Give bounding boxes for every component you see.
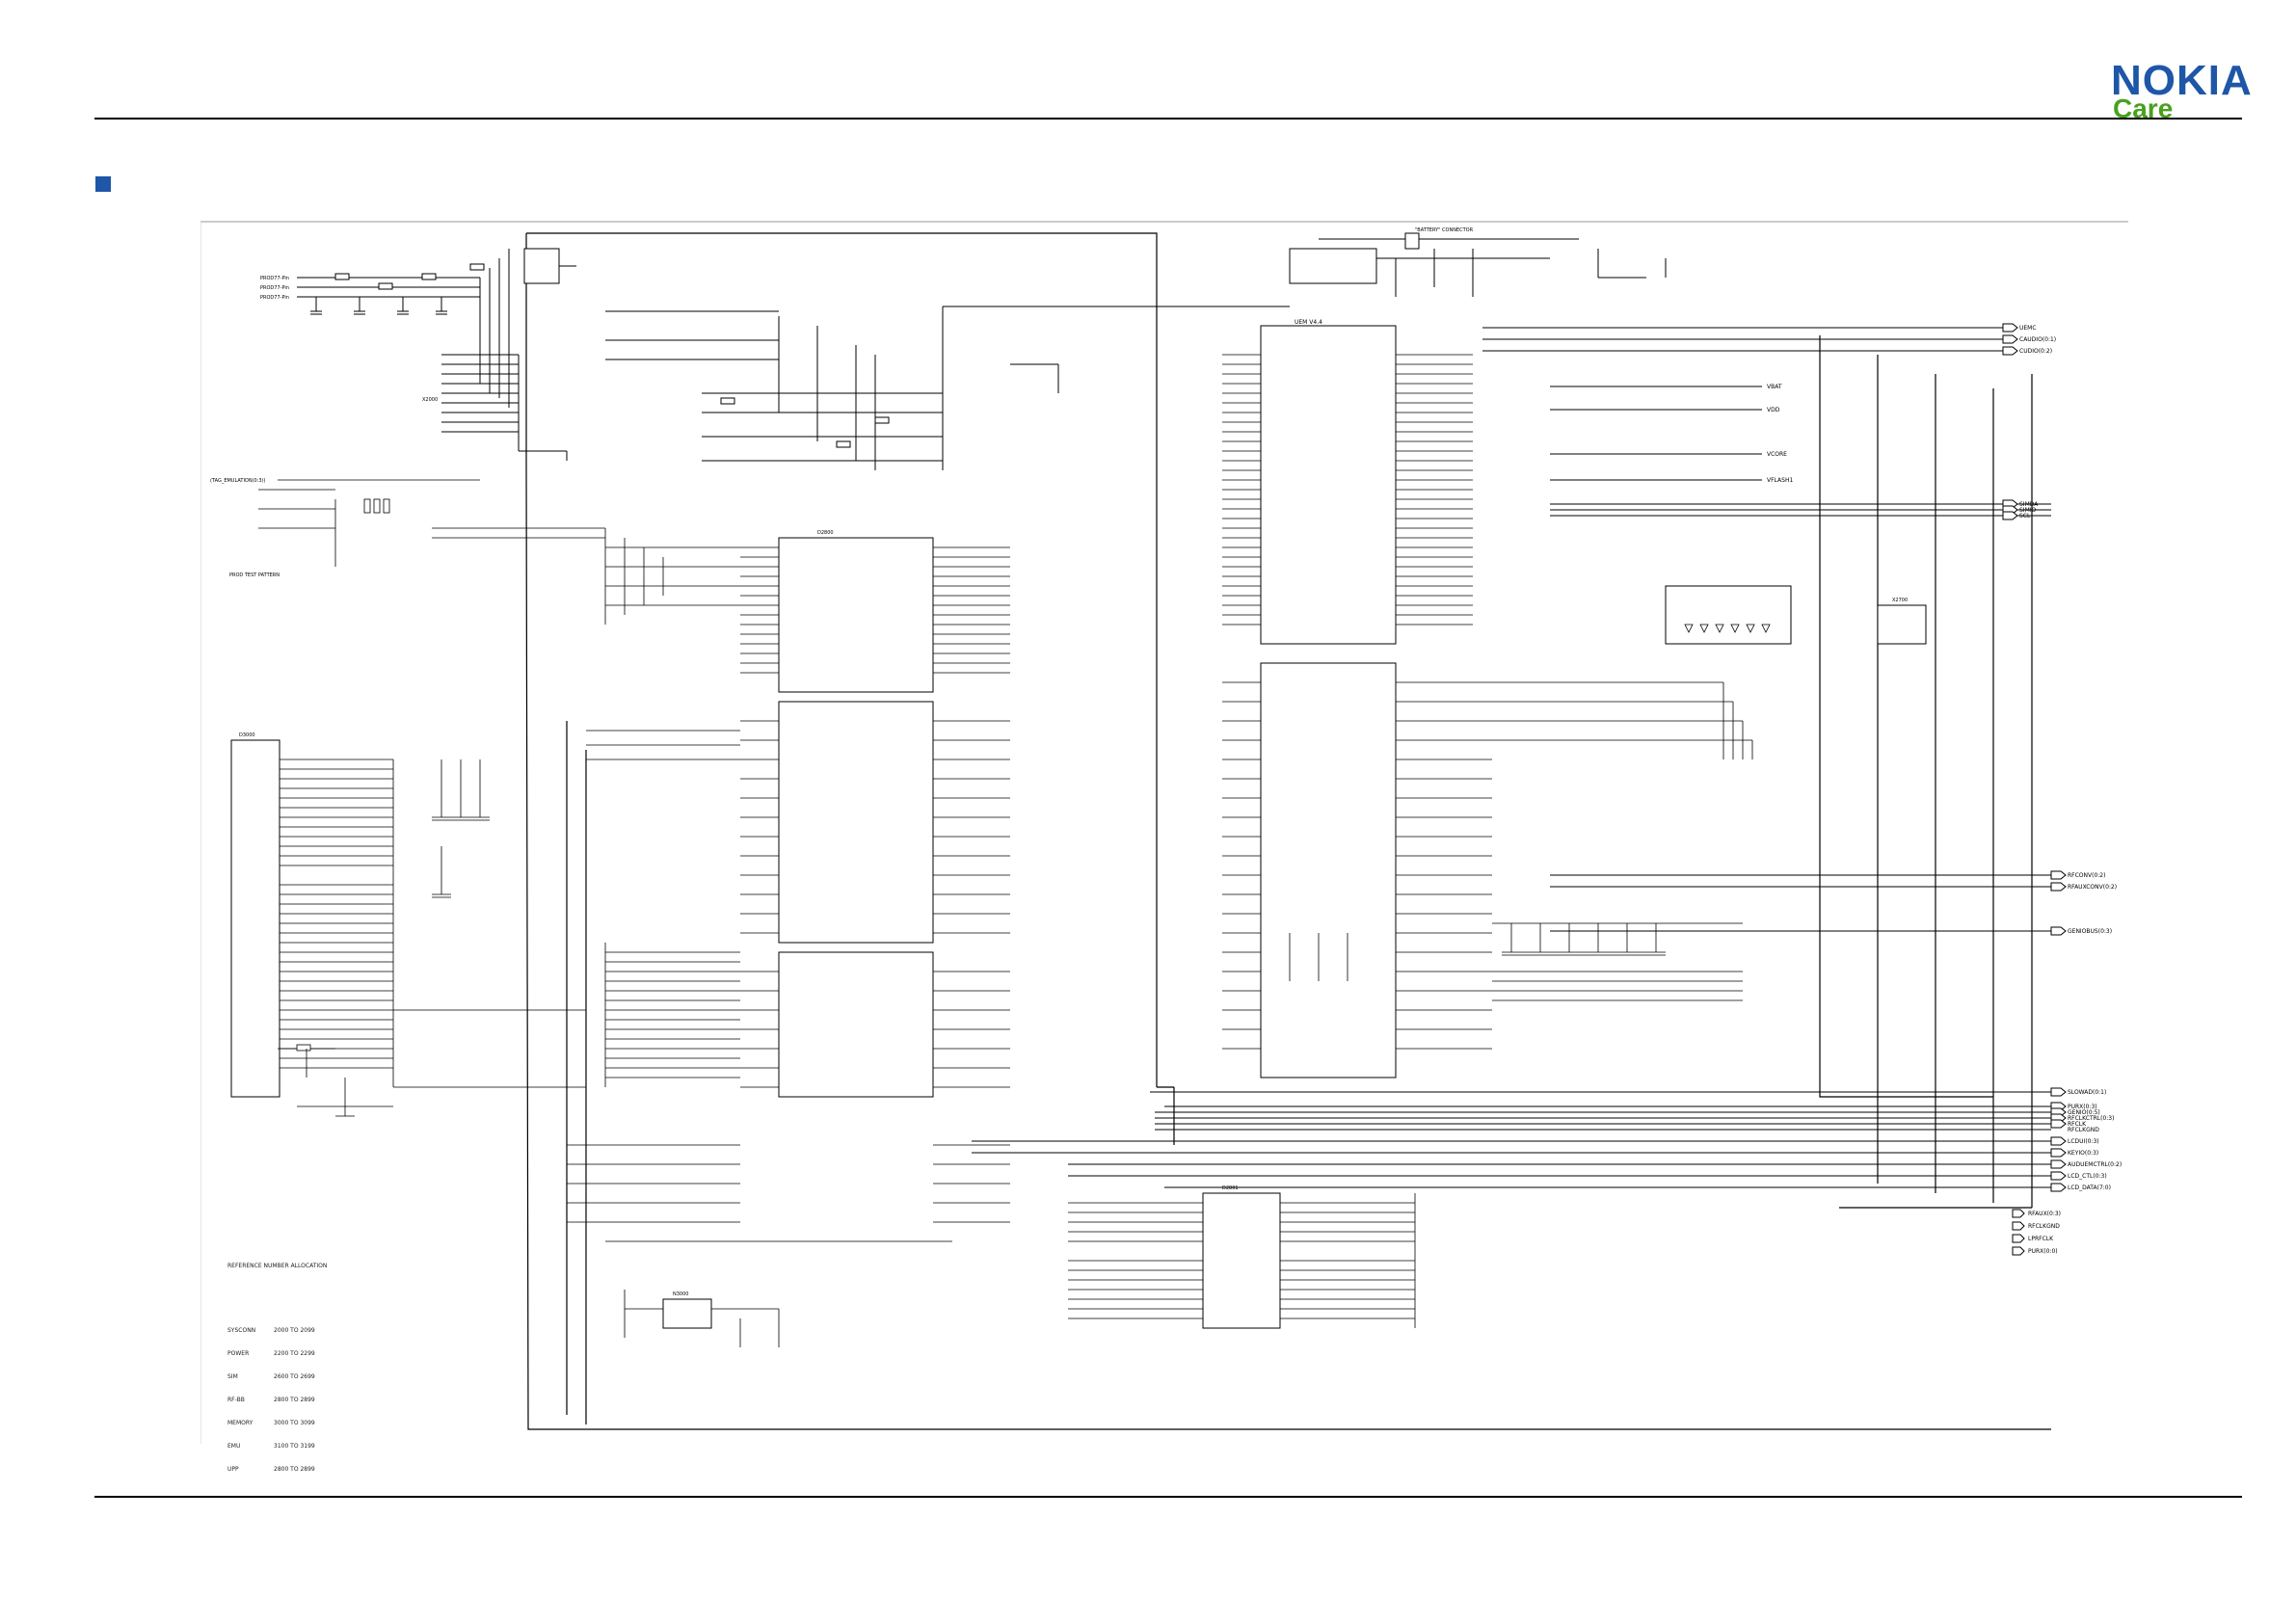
- reference-range: 2800 TO 2899: [274, 1466, 315, 1473]
- connector-label: PROD77-Pin: [260, 276, 289, 281]
- header-rule: [94, 118, 2242, 120]
- address-lines: [567, 943, 1010, 1223]
- reference-name: UPP: [227, 1466, 239, 1473]
- ldo-chip: N3000: [662, 1291, 712, 1329]
- port-label: UEMC: [2019, 325, 2037, 332]
- sim-label: X2700: [1892, 598, 1908, 603]
- reference-row: UPP 2800 TO 2899: [227, 1466, 327, 1489]
- audio-traces: [605, 306, 1290, 470]
- reference-row: RF-BB 2800 TO 2899: [227, 1397, 327, 1420]
- port-label: VDD: [1767, 407, 1780, 413]
- reference-name: RF-BB: [227, 1397, 245, 1403]
- emu-traces: [258, 479, 480, 567]
- port-label: RFCLK: [2068, 1121, 2087, 1128]
- sysconn-labels: PROD77-Pin PROD77-Pin PROD77-Pin X2000: [260, 276, 438, 403]
- reference-row: SIM 2600 TO 2699: [227, 1373, 327, 1397]
- battery-traces: [1289, 232, 1667, 297]
- port-label: GENIOBUS(0:3): [2068, 928, 2112, 935]
- reference-name: MEMORY: [227, 1420, 254, 1426]
- nokia-care-logo: NOKIA Care: [2111, 57, 2256, 123]
- connector-label: PROD77-Pin: [260, 295, 289, 301]
- test-pattern-label: PROD TEST PATTERN: [229, 572, 280, 578]
- legend-port-label: LPRFCLK: [2028, 1236, 2054, 1242]
- port-label: RFCLKGND: [2068, 1127, 2099, 1133]
- legend-port-label: RFAUX(0:3): [2028, 1211, 2061, 1217]
- lcd-chip: D2801: [1202, 1185, 1281, 1329]
- legend-port-label: RFCLKGND: [2028, 1223, 2060, 1230]
- port-label: VCORE: [1767, 451, 1787, 458]
- emu-label: (TAG_EMULATION(0:3)): [210, 478, 266, 484]
- reference-row: EMU 3100 TO 3199: [227, 1443, 327, 1466]
- reference-name: EMU: [227, 1443, 241, 1450]
- section-marker: [95, 176, 111, 192]
- reference-range: 2200 TO 2299: [274, 1350, 315, 1357]
- sim-block: X2700: [1665, 585, 1927, 645]
- uem-chip: UEM V4.4: [1260, 319, 1397, 1078]
- reference-range: 2000 TO 2099: [274, 1327, 315, 1334]
- port-label: SLOWAD(0:1): [2068, 1089, 2106, 1096]
- reference-allocation: REFERENCE NUMBER ALLOCATION SYSCONN 2000 …: [227, 1263, 327, 1489]
- legend-port-shapes: [2012, 1209, 2025, 1256]
- component-ref: X2000: [422, 397, 438, 403]
- right-caps: [1260, 922, 1743, 981]
- battery-connector-label: "BATTERY" CONNECTOR: [1415, 227, 1474, 233]
- memory-pin-lines: [280, 759, 586, 1107]
- port-label: RFCONV(0:2): [2068, 872, 2105, 879]
- connector-label: PROD77-Pin: [260, 285, 289, 291]
- right-port-labels: UEMC CAUDIO(0:1) CUDIO(0:2) VBAT VDD VCO…: [1767, 325, 2122, 1191]
- upp-pin-lines: [740, 546, 1010, 1088]
- reference-row: SYSCONN 2000 TO 2099: [227, 1327, 327, 1350]
- lcd-label: D2801: [1222, 1185, 1239, 1191]
- uem-label: UEM V4.4: [1295, 319, 1322, 326]
- memory-chip: D3000: [230, 732, 280, 1098]
- memory-label: D3000: [239, 732, 255, 738]
- port-label: VFLASH1: [1767, 477, 1793, 484]
- upp-label: D2800: [817, 530, 834, 536]
- ldo-label: N3000: [673, 1291, 688, 1297]
- port-label: AUDUEMCTRL(0:2): [2068, 1161, 2122, 1168]
- reference-name: SYSCONN: [227, 1327, 256, 1334]
- sysconn-traces: [297, 248, 576, 461]
- upp-chip: D2800: [778, 530, 934, 1098]
- port-label: LCD_DATA(7:0): [2068, 1185, 2111, 1191]
- rf-bus-stack: [1492, 681, 1753, 1001]
- port-label: CAUDIO(0:1): [2019, 336, 2056, 343]
- ldo-traces: [605, 1240, 952, 1347]
- reference-range: 3000 TO 3099: [274, 1420, 315, 1426]
- upp-left-traces: [432, 527, 740, 760]
- battery-labels: "BATTERY" CONNECTOR: [1415, 227, 1474, 233]
- reference-row: MEMORY 3000 TO 3099: [227, 1420, 327, 1443]
- port-label: PURX(0:3): [2068, 1104, 2097, 1110]
- port-label: CUDIO(0:2): [2019, 348, 2052, 355]
- port-label: RFAUXCONV(0:2): [2068, 884, 2117, 891]
- port-label: RFCLKCTRL(0:3): [2068, 1115, 2114, 1122]
- reference-name: POWER: [227, 1350, 250, 1357]
- reference-range: 2800 TO 2899: [274, 1397, 315, 1403]
- sim-diodes: [1684, 624, 1771, 633]
- uem-pin-lines: [1222, 354, 1492, 1050]
- port-label: SCL: [2019, 513, 2031, 519]
- port-label: KEYIO(0:3): [2068, 1150, 2098, 1157]
- reference-allocation-title: REFERENCE NUMBER ALLOCATION: [227, 1263, 328, 1269]
- reference-range: 2600 TO 2699: [274, 1373, 315, 1380]
- logo-nokia-text: NOKIA: [2111, 57, 2253, 104]
- port-label: GENIO(0:5): [2068, 1109, 2100, 1116]
- port-label: VBAT: [1767, 384, 1782, 390]
- footer-rule: [94, 1496, 2242, 1498]
- port-label: SIMDA: [2019, 501, 2039, 508]
- emu-labels: (TAG_EMULATION(0:3)) PROD TEST PATTERN: [210, 478, 280, 578]
- reference-name: SIM: [227, 1373, 238, 1380]
- legend-port-labels: RFAUX(0:3) RFCLKGND LPRFCLK PURX(0:0): [2028, 1211, 2061, 1255]
- legend-port-label: PURX(0:0): [2028, 1248, 2058, 1255]
- passive-clusters: [278, 759, 490, 1117]
- port-label: LCDUI(0:3): [2068, 1138, 2099, 1145]
- right-port-arrows: [2002, 323, 2067, 1192]
- right-bus-rows: [972, 327, 2051, 1188]
- port-label: SIMIO: [2019, 507, 2037, 514]
- reference-range: 3100 TO 3199: [274, 1443, 315, 1450]
- lcd-pin-lines: [1068, 1193, 1416, 1328]
- reference-row: POWER 2200 TO 2299: [227, 1350, 327, 1373]
- port-label: LCD_CTL(0:3): [2068, 1173, 2107, 1180]
- schematic-diagram: UEMC CAUDIO(0:1) CUDIO(0:2) VBAT VDD VCO…: [200, 221, 2128, 1444]
